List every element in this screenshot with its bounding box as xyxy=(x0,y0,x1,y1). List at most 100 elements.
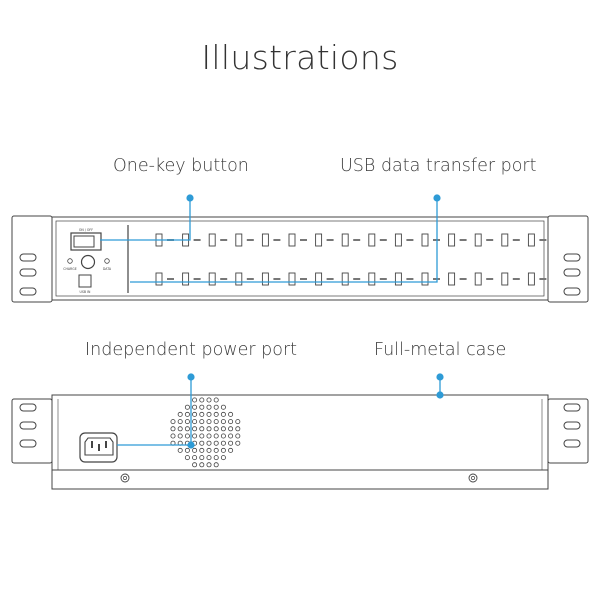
vent-hole-5 xyxy=(184,404,190,410)
bottom-port-label-mark-13 xyxy=(486,278,494,280)
bottom-port-label-mark-7 xyxy=(326,278,334,280)
one-key-round-button xyxy=(80,254,96,270)
vent-hole-31 xyxy=(184,426,190,432)
label-one-key-button: One-key button xyxy=(113,156,249,176)
label-independent-power-port: Independent power port xyxy=(85,340,298,360)
bottom-port-label-mark-15 xyxy=(539,278,547,280)
top-port-label-mark-5 xyxy=(273,239,281,241)
top-usb-port-12 xyxy=(448,233,456,247)
bottom-port-label-mark-6 xyxy=(300,278,307,280)
vent-hole-29 xyxy=(170,426,176,432)
front-right-ear-slots xyxy=(563,253,581,296)
vent-hole-60 xyxy=(184,447,190,453)
top-usb-port-15 xyxy=(527,233,535,247)
vent-hole-71 xyxy=(213,455,219,461)
top-port-label-mark-6 xyxy=(300,239,307,241)
vent-hole-28 xyxy=(235,419,241,425)
vent-hole-25 xyxy=(213,419,219,425)
top-usb-port-4 xyxy=(235,233,243,247)
top-usb-port-6 xyxy=(288,233,296,247)
rear-right-ear-slots xyxy=(563,403,581,448)
vent-hole-30 xyxy=(177,426,183,432)
label-usb-data-transfer-port: USB data transfer port xyxy=(340,156,537,176)
vent-hole-73 xyxy=(192,462,198,468)
rear-screw-left xyxy=(120,473,130,483)
vent-hole-1 xyxy=(192,397,198,403)
vent-hole-65 xyxy=(220,447,226,453)
vent-hole-61 xyxy=(192,447,198,453)
ac-power-inlet xyxy=(79,432,118,463)
top-usb-port-8 xyxy=(341,233,349,247)
vent-hole-24 xyxy=(206,419,212,425)
top-port-label-mark-12 xyxy=(459,239,467,241)
rear-left-rack-ear xyxy=(11,398,53,464)
top-usb-port-14 xyxy=(501,233,509,247)
vent-hole-21 xyxy=(184,419,190,425)
bottom-port-label-mark-3 xyxy=(220,278,228,280)
vent-hole-26 xyxy=(220,419,226,425)
vent-hole-27 xyxy=(228,419,234,425)
vent-hole-74 xyxy=(199,462,205,468)
vent-hole-22 xyxy=(192,419,198,425)
vent-hole-53 xyxy=(199,440,205,446)
vent-hole-70 xyxy=(206,455,212,461)
bottom-usb-port-7 xyxy=(315,272,323,286)
bottom-port-label-mark-10 xyxy=(406,278,414,280)
bottom-port-label-mark-8 xyxy=(353,278,361,280)
vent-hole-32 xyxy=(192,426,198,432)
vent-hole-67 xyxy=(184,455,190,461)
top-usb-port-11 xyxy=(421,233,429,247)
callout-dot-power xyxy=(187,373,195,381)
power-switch xyxy=(70,232,102,251)
vent-hole-33 xyxy=(199,426,205,432)
top-port-label-mark-8 xyxy=(353,239,361,241)
vent-hole-42 xyxy=(192,433,198,439)
page-title: Illustrations xyxy=(201,38,399,77)
vent-hole-56 xyxy=(220,440,226,446)
rear-panel-body xyxy=(51,394,549,490)
top-usb-port-13 xyxy=(474,233,482,247)
bottom-usb-port-3 xyxy=(208,272,216,286)
power-switch-rocker xyxy=(73,235,95,248)
vent-hole-4 xyxy=(213,397,219,403)
vent-hole-18 xyxy=(228,411,234,417)
bottom-usb-port-1 xyxy=(155,272,163,286)
vent-hole-55 xyxy=(213,440,219,446)
top-port-label-mark-2 xyxy=(193,239,201,241)
data-led xyxy=(104,258,110,264)
vent-hole-45 xyxy=(213,433,219,439)
vent-hole-64 xyxy=(213,447,219,453)
top-usb-port-3 xyxy=(208,233,216,247)
charge-led xyxy=(67,258,73,264)
vent-hole-59 xyxy=(177,447,183,453)
usb-in-port xyxy=(78,274,92,288)
bottom-port-label-mark-1 xyxy=(167,278,174,280)
top-port-label-mark-14 xyxy=(512,239,520,241)
callout-dot-power-end xyxy=(187,441,195,449)
bottom-usb-port-5 xyxy=(261,272,269,286)
ventilation-grille xyxy=(170,397,241,468)
bottom-usb-port-15 xyxy=(527,272,535,286)
vent-hole-57 xyxy=(228,440,234,446)
vent-hole-43 xyxy=(199,433,205,439)
vent-hole-12 xyxy=(184,411,190,417)
bottom-usb-port-6 xyxy=(288,272,296,286)
vent-hole-15 xyxy=(206,411,212,417)
bottom-port-label-mark-5 xyxy=(273,278,281,280)
vent-hole-44 xyxy=(206,433,212,439)
bottom-usb-port-9 xyxy=(368,272,376,286)
front-right-rack-ear xyxy=(547,215,589,303)
vent-hole-54 xyxy=(206,440,212,446)
top-usb-port-9 xyxy=(368,233,376,247)
vent-hole-19 xyxy=(170,419,176,425)
rear-right-rack-ear xyxy=(547,398,589,464)
callout-dot-one-key xyxy=(186,194,194,202)
bottom-port-label-mark-12 xyxy=(459,278,467,280)
vent-hole-63 xyxy=(206,447,212,453)
vent-hole-11 xyxy=(177,411,183,417)
top-usb-port-5 xyxy=(261,233,269,247)
vent-hole-17 xyxy=(220,411,226,417)
callout-dot-case xyxy=(436,373,444,381)
vent-hole-36 xyxy=(220,426,226,432)
